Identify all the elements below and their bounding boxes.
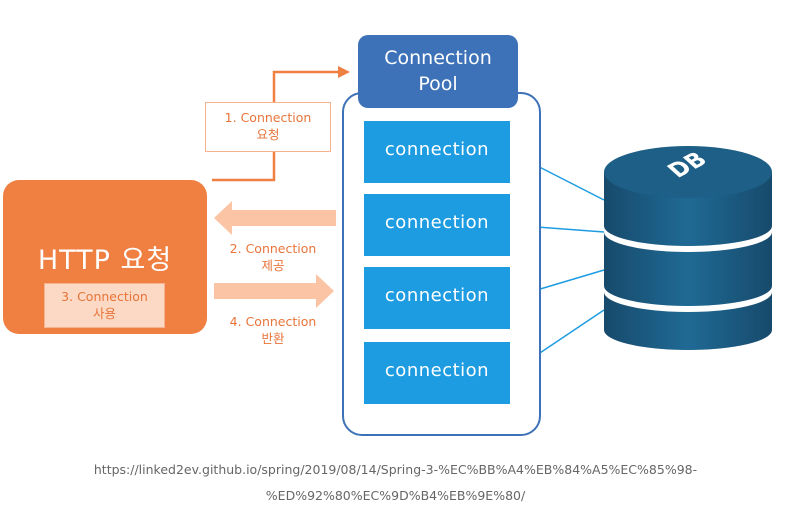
caption-line-2: %ED%92%80%EC%9D%B4%EB%9E%80/ xyxy=(265,488,526,503)
http-request-title: HTTP 요청 xyxy=(37,245,173,276)
source-caption: https://linked2ev.github.io/spring/2019/… xyxy=(40,457,751,509)
connection-box-4: connection xyxy=(364,342,510,404)
request-arrowhead xyxy=(338,66,350,78)
connection-use-box: 3. Connection 사용 xyxy=(44,283,165,328)
caption-line-1: https://linked2ev.github.io/spring/2019/… xyxy=(93,462,698,477)
connection-box-2: connection xyxy=(364,194,510,256)
connection-pool-title: Connection Pool xyxy=(384,47,492,95)
connection-label: connection xyxy=(384,139,490,160)
connection-label: connection xyxy=(384,212,490,233)
connection-box-3: connection xyxy=(364,267,510,329)
provide-arrow xyxy=(214,201,336,235)
connection-pool-header: Connection Pool xyxy=(358,35,518,108)
connection-label: connection xyxy=(384,285,490,306)
http-request-box: HTTP 요청 3. Connection 사용 xyxy=(3,180,207,334)
connection-use-label: 3. Connection 사용 xyxy=(61,289,148,321)
return-arrow xyxy=(214,274,334,308)
connection-box-1: connection xyxy=(364,121,510,183)
return-label: 4. Connection 반환 xyxy=(229,314,317,346)
provide-label: 2. Connection 제공 xyxy=(229,241,317,273)
connection-label: connection xyxy=(384,360,490,381)
request-label: 1. Connection 요청 xyxy=(224,110,312,142)
database-icon xyxy=(604,146,772,350)
request-label-box: 1. Connection 요청 xyxy=(205,102,331,152)
